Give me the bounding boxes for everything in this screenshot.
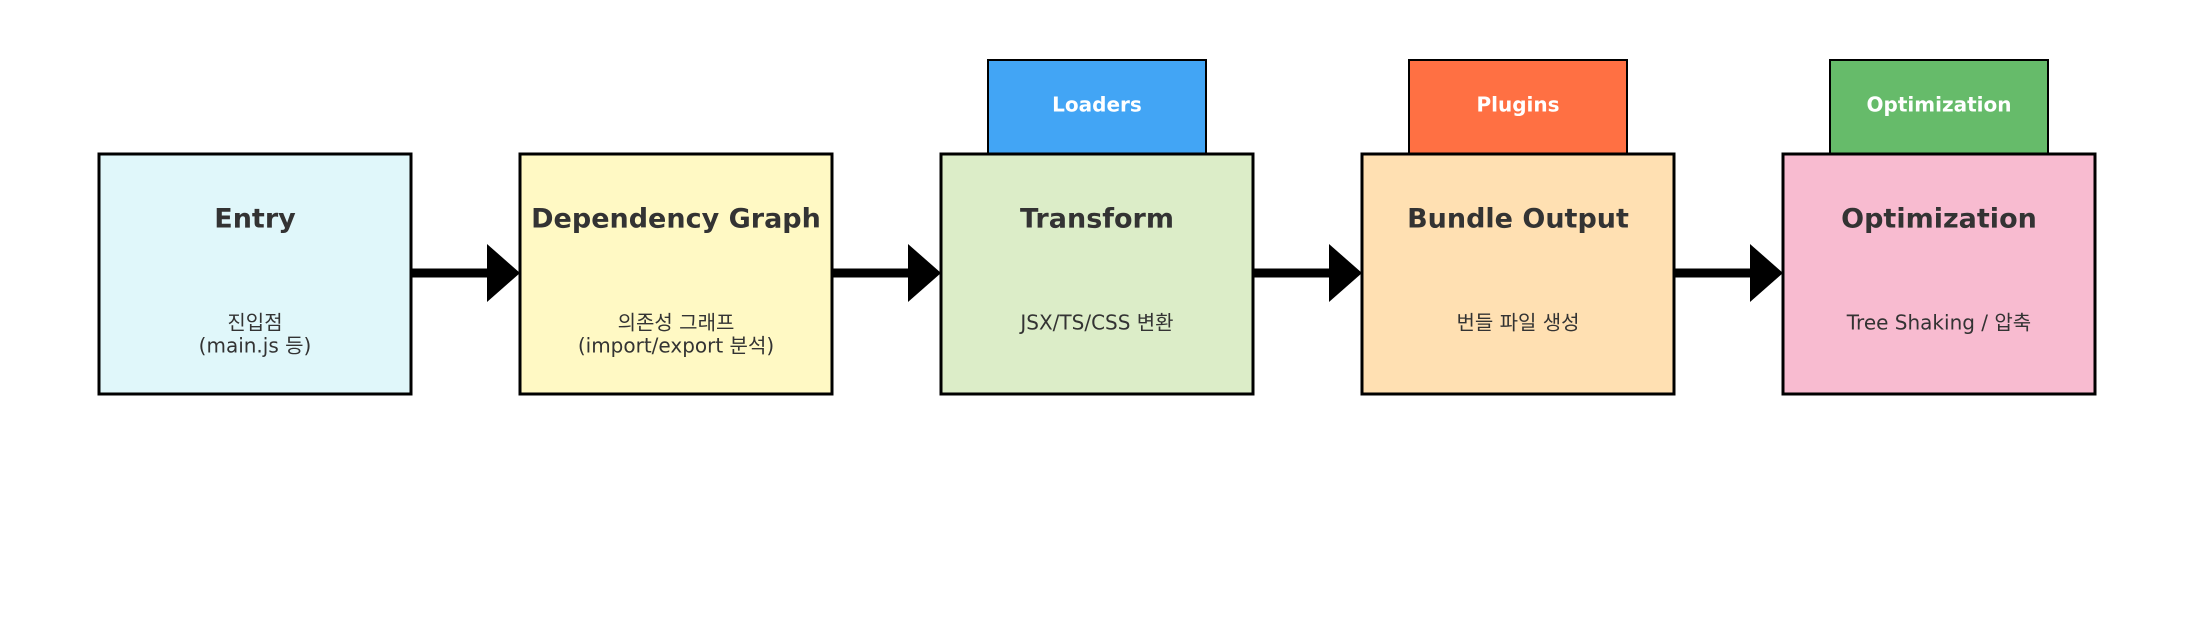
transform-stage-box	[939, 152, 1255, 396]
bundle-output-stage-box	[1360, 152, 1676, 396]
bundle-output-tag-box	[1408, 59, 1628, 155]
bundle-output-stage-desc-line: 번들 파일 생성	[1456, 311, 1579, 335]
entry-stage-box	[97, 152, 413, 396]
entry-stage-desc-line: 진입점	[227, 311, 282, 335]
optimization-tag-label: Optimization	[1867, 93, 2012, 117]
dependency-graph-stage-desc-line: (import/export 분석)	[578, 334, 774, 358]
arrow-head	[1750, 244, 1783, 302]
optimization-stage-title: Optimization	[1841, 204, 2037, 235]
dependency-graph-stage-title: Dependency Graph	[531, 204, 821, 235]
transform-tag-box	[987, 59, 1207, 155]
stages: Entry 진입점(main.js 등) Dependency Graph 의존성 그…	[97, 152, 2097, 396]
dependency-graph-stage-box	[518, 152, 834, 396]
entry-stage-desc-line: (main.js 등)	[199, 334, 312, 358]
transform-stage-title: Transform	[1020, 204, 1174, 235]
dependency-graph-stage-desc-line: 의존성 그래프	[618, 311, 735, 335]
transform-stage-desc-line: JSX/TS/CSS 변환	[1018, 311, 1173, 335]
arrow-head	[908, 244, 941, 302]
arrow-head	[487, 244, 520, 302]
tags: Loaders Plugins Optimization	[987, 59, 2049, 155]
arrows	[411, 244, 1783, 302]
arrow-head	[1329, 244, 1362, 302]
optimization-tag-box	[1829, 59, 2049, 155]
transform-tag-label: Loaders	[1052, 93, 1142, 117]
bundle-output-tag-label: Plugins	[1476, 93, 1559, 117]
optimization-stage-desc-line: Tree Shaking / 압축	[1846, 311, 2031, 335]
optimization-stage-box	[1781, 152, 2097, 396]
bundle-output-stage-title: Bundle Output	[1407, 204, 1629, 235]
entry-stage-title: Entry	[214, 204, 296, 235]
